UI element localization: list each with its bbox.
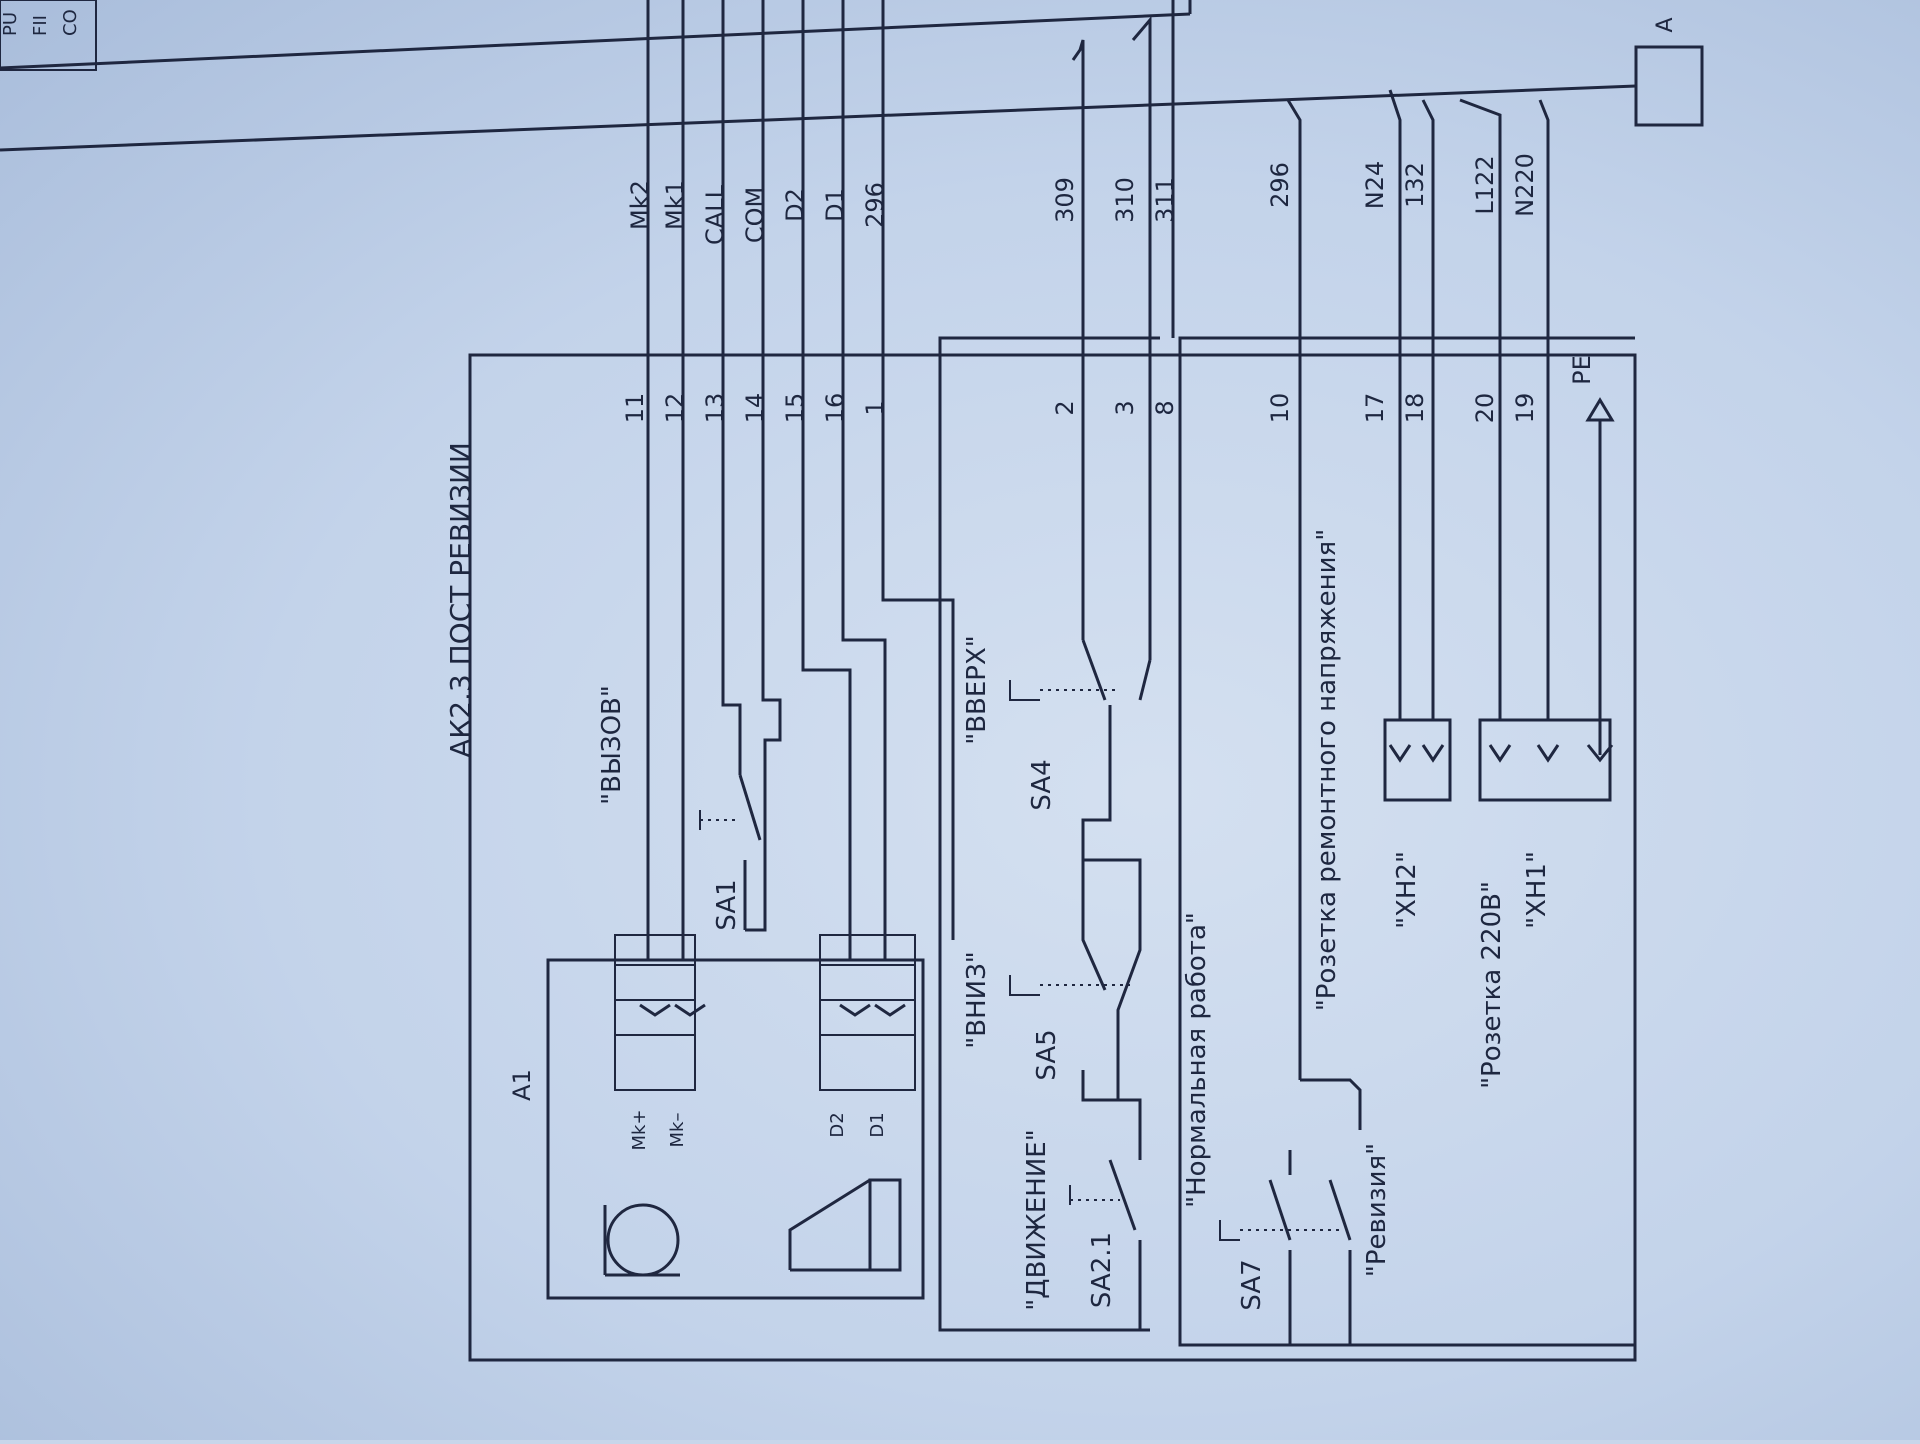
- speaker-connector: D2 D1: [819, 934, 916, 1138]
- remote-box-label: A: [1653, 17, 1678, 32]
- terminal-2: 2: [1051, 400, 1079, 415]
- microphone-icon: [603, 1203, 680, 1277]
- terminal-14: 14: [741, 393, 769, 424]
- sa1-switch: SA1 "ВЫЗОВ": [597, 685, 762, 931]
- cable-bus-line-2: [0, 84, 1637, 152]
- sa1-caption: "ВЫЗОВ": [597, 685, 627, 805]
- wire-309: [1071, 39, 1085, 640]
- sa1-id: SA1: [712, 879, 742, 930]
- wire-label-com: COM: [741, 187, 769, 243]
- wire-132: [1421, 99, 1435, 720]
- wire-label-132: 132: [1401, 162, 1429, 208]
- wire-n220: [1538, 99, 1550, 720]
- mode-switch-frame: [1178, 336, 1635, 1347]
- terminal-20: 20: [1471, 393, 1499, 424]
- wire-label-n24: N24: [1361, 161, 1389, 210]
- sa7-caption-top: "Нормальная работа": [1182, 912, 1212, 1208]
- terminal-16: 16: [821, 393, 849, 424]
- wire-label-d2: D2: [781, 188, 809, 222]
- terminal-3: 3: [1111, 400, 1139, 415]
- incoming-wires: [646, 0, 1550, 1080]
- sa4-id: SA4: [1027, 759, 1057, 810]
- wire-label-mk1: Mk1: [661, 180, 689, 230]
- wire-label-mk2: Mk2: [626, 180, 654, 230]
- drive-switch-frame: [938, 336, 1160, 1332]
- block-label-a1: A1: [508, 1069, 536, 1101]
- a1-frame: [468, 353, 1637, 1362]
- xh2-socket: "XH2" "Розетка ремонтного напряжения": [1312, 529, 1452, 1011]
- wire-label-l122: L122: [1471, 155, 1499, 214]
- wire-310: [1131, 15, 1152, 660]
- remote-terminal-box: [1634, 45, 1704, 127]
- wire-296-b: [1286, 99, 1302, 1080]
- pe-label: PE: [1568, 355, 1596, 385]
- sa7-caption-bottom: "Ревизия": [1362, 1143, 1392, 1277]
- terminal-12: 12: [661, 393, 689, 424]
- terminal-15: 15: [781, 393, 809, 424]
- diagram-title: АК2.3 ПОСТ РЕВИЗИИ: [444, 442, 477, 758]
- corner-fragment-1: PU: [0, 12, 21, 36]
- sa7-switch: SA7 "Нормальная работа" "Ревизия": [1182, 912, 1392, 1345]
- intercom-frame: [546, 958, 925, 1300]
- wire-label-296-a: 296: [861, 182, 889, 228]
- wire-n24: [1388, 89, 1402, 720]
- terminal-18: 18: [1401, 393, 1429, 424]
- wire-label-311: 311: [1151, 177, 1179, 223]
- corner-fragment-box: [0, 0, 97, 71]
- wire-call: [721, 0, 742, 775]
- wire-d2: [801, 0, 852, 960]
- speaker-icon: [788, 1178, 902, 1272]
- wire-label-d1: D1: [821, 188, 849, 222]
- xh1-caption: "Розетка 220В": [1477, 881, 1507, 1089]
- terminal-17: 17: [1361, 393, 1389, 424]
- cable-bus-line-1: [0, 12, 1191, 70]
- terminal-8: 8: [1151, 400, 1179, 415]
- terminal-11: 11: [621, 393, 649, 424]
- xh2-id: "XH2": [1392, 851, 1422, 929]
- sa4-switch: SA4 "ВВЕРХ": [962, 635, 1152, 920]
- wire-label-296-b: 296: [1266, 162, 1294, 208]
- wire-d1: [841, 0, 887, 960]
- wire-label-309: 309: [1051, 177, 1079, 223]
- sa4-caption: "ВВЕРХ": [962, 635, 992, 745]
- corner-fragment-2: FII: [30, 15, 51, 36]
- corner-fragment-3: CO: [60, 9, 81, 36]
- xh1-socket: PE "XH1" "Розетка 220В": [1477, 355, 1615, 1089]
- sa5-switch: SA5 "ВНИЗ": [962, 860, 1142, 1100]
- terminal-10: 10: [1266, 393, 1294, 424]
- wire-label-call: CALL: [701, 184, 729, 245]
- wire-label-n220: N220: [1511, 153, 1539, 217]
- wire-com: [745, 0, 782, 932]
- terminal-19: 19: [1511, 393, 1539, 424]
- xh2-caption: "Розетка ремонтного напряжения": [1312, 529, 1342, 1011]
- wire-label-310: 310: [1111, 177, 1139, 223]
- terminal-13: 13: [701, 393, 729, 424]
- sa5-id: SA5: [1032, 1029, 1062, 1080]
- mic-plus-label: Mk+: [629, 1109, 650, 1150]
- sa21-switch: SA2.1 "ДВИЖЕНИЕ": [1022, 1070, 1142, 1330]
- wire-l122: [1459, 98, 1502, 720]
- sa7-id: SA7: [1237, 1259, 1267, 1310]
- speaker-d2-label: D2: [827, 1112, 848, 1137]
- wire-296-a: [881, 0, 955, 940]
- speaker-d1-label: D1: [867, 1112, 888, 1137]
- microphone-connector: Mk+ Mk–: [614, 934, 706, 1151]
- mic-minus-label: Mk–: [667, 1113, 688, 1148]
- sa21-id: SA2.1: [1087, 1232, 1117, 1308]
- sa5-caption: "ВНИЗ": [962, 951, 992, 1048]
- xh1-id: "XH1": [1522, 851, 1552, 929]
- terminal-1: 1: [861, 400, 889, 415]
- sa21-caption: "ДВИЖЕНИЕ": [1022, 1129, 1052, 1310]
